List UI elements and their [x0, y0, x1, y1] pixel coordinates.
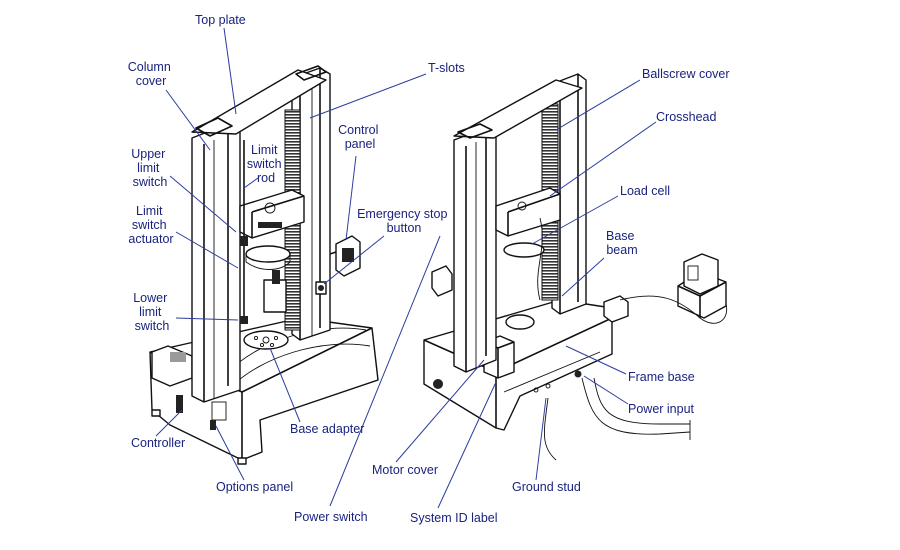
label-t-slots: T-slots — [428, 61, 465, 75]
label-control-panel-1: Control — [338, 123, 378, 137]
label-system-id-label: System ID label — [410, 511, 498, 525]
label-limit-switch-rod-3: rod — [257, 171, 275, 185]
label-limit-switch-actuator-1: Limit — [136, 204, 163, 218]
right-machine-drawing — [423, 73, 728, 461]
label-crosshead: Crosshead — [656, 110, 716, 124]
label-ground-stud: Ground stud — [512, 480, 581, 494]
label-control-panel: Control panel — [338, 123, 382, 151]
label-power-switch: Power switch — [294, 510, 368, 524]
label-column-cover: Column cover — [128, 60, 175, 88]
label-base-beam-2: beam — [606, 243, 637, 257]
label-limit-switch-rod: Limit switch rod — [247, 143, 285, 185]
label-control-panel-2: panel — [345, 137, 376, 151]
label-base-adapter: Base adapter — [290, 422, 364, 436]
label-top-plate: Top plate — [195, 13, 246, 27]
label-lower-limit-switch-3: switch — [135, 319, 170, 333]
label-controller: Controller — [131, 436, 185, 450]
label-upper-limit-switch: Upper limit switch — [131, 147, 169, 189]
labels: Top plate Column cover Upper limit switc… — [128, 13, 730, 525]
label-lower-limit-switch: Lower limit switch — [133, 291, 171, 333]
label-motor-cover: Motor cover — [372, 463, 438, 477]
label-limit-switch-rod-1: Limit — [251, 143, 278, 157]
label-lower-limit-switch-2: limit — [139, 305, 162, 319]
label-column-cover-1: Column — [128, 60, 171, 74]
label-limit-switch-actuator: Limit switch actuator — [128, 204, 173, 246]
label-lower-limit-switch-1: Lower — [133, 291, 167, 305]
label-power-input: Power input — [628, 402, 695, 416]
label-emergency-stop-button-2: button — [387, 221, 422, 235]
label-upper-limit-switch-1: Upper — [131, 147, 165, 161]
label-limit-switch-actuator-2: switch — [132, 218, 167, 232]
label-column-cover-2: cover — [136, 74, 167, 88]
label-frame-base: Frame base — [628, 370, 695, 384]
label-emergency-stop-button: Emergency stop button — [357, 207, 451, 235]
label-upper-limit-switch-3: switch — [133, 175, 168, 189]
label-emergency-stop-button-1: Emergency stop — [357, 207, 447, 221]
label-base-beam: Base beam — [606, 229, 638, 257]
label-load-cell: Load cell — [620, 184, 670, 198]
label-ballscrew-cover: Ballscrew cover — [642, 67, 730, 81]
label-upper-limit-switch-2: limit — [137, 161, 160, 175]
label-limit-switch-rod-2: switch — [247, 157, 282, 171]
label-base-beam-1: Base — [606, 229, 635, 243]
left-machine-drawing — [149, 65, 379, 465]
leader-lines — [155, 27, 657, 509]
label-limit-switch-actuator-3: actuator — [128, 232, 173, 246]
label-options-panel: Options panel — [216, 480, 293, 494]
